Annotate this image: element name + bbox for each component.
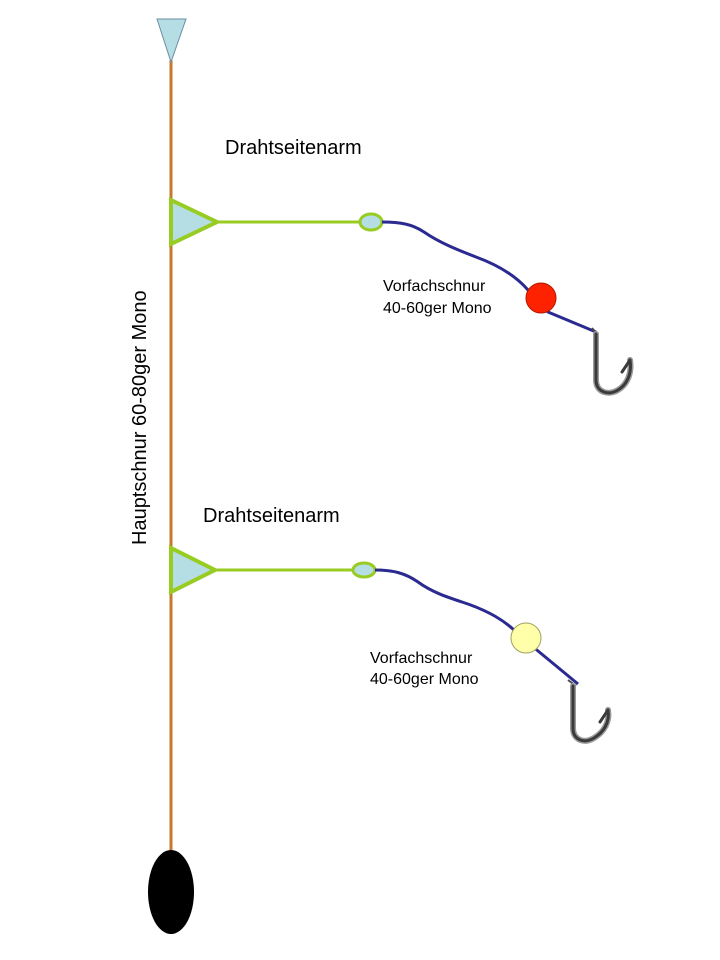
- leader-line: [374, 568, 579, 686]
- leader-label-line1: Vorfachschnur: [383, 278, 486, 295]
- bead-yellow-icon: [510, 622, 542, 654]
- leader-label-line2: 40-60ger Mono: [383, 300, 492, 317]
- hook-icon: [591, 327, 634, 396]
- main-line-label: Hauptschnur 60-80ger Mono: [129, 290, 151, 545]
- branch-connector-icon: [169, 196, 222, 248]
- wire-arm-label: Drahtseitenarm: [225, 137, 362, 159]
- branch-1: Drahtseitenarm Vorfachschnur 40-60ger Mo…: [169, 137, 634, 396]
- hook-icon: [567, 679, 612, 744]
- top-swivel-icon: [156, 18, 187, 64]
- wire-eye-icon: [358, 212, 384, 232]
- wire-eye-icon: [351, 561, 377, 579]
- branch-connector-icon: [169, 544, 220, 596]
- leader-label-line1: Vorfachschnur: [370, 650, 473, 667]
- wire-arm-label: Drahtseitenarm: [203, 505, 340, 527]
- leader-label-line2: 40-60ger Mono: [370, 671, 479, 688]
- leader-line: [381, 220, 597, 334]
- branch-2: Drahtseitenarm Vorfachschnur 40-60ger Mo…: [169, 505, 612, 744]
- sinker-weight-icon: [148, 850, 194, 934]
- bead-red-icon: [525, 282, 557, 314]
